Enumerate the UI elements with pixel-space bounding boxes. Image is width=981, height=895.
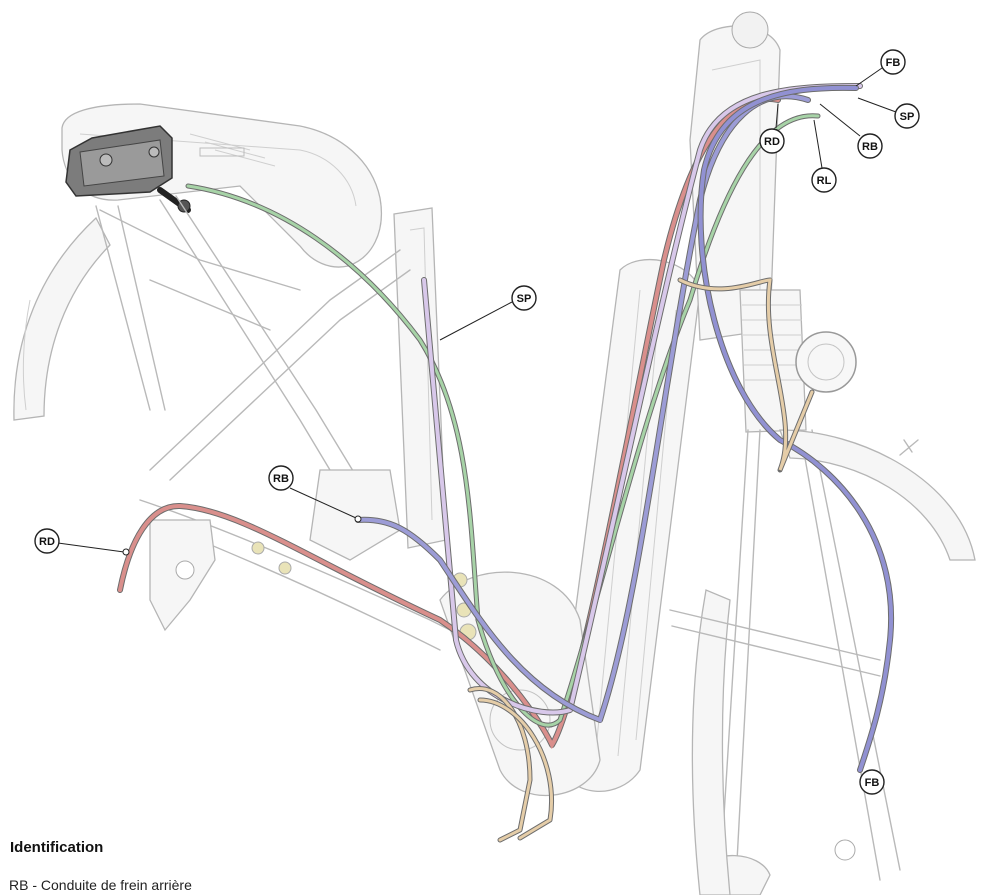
cable-rb-rear-brake	[355, 93, 811, 723]
callout-fb-bottom: FB	[859, 769, 885, 795]
callout-rd-left: RD	[34, 528, 130, 556]
callout-rd-top: RD	[759, 103, 785, 154]
callout-rb-mid: RB	[268, 465, 362, 523]
callout-sp-mid-label: SP	[517, 293, 532, 305]
rear-battery-connector	[65, 125, 191, 213]
callout-rd-left-label: RD	[39, 536, 55, 548]
cable-light-beige	[467, 277, 815, 843]
callout-sp-top-label: SP	[900, 111, 915, 123]
callout-rb-top-label: RB	[862, 141, 878, 153]
callout-sp-top: SP	[857, 97, 920, 129]
callout-fb-bottom-label: FB	[865, 777, 880, 789]
callout-rd-top-label: RD	[764, 136, 780, 148]
cable-sp-seatpost	[421, 83, 863, 716]
callout-rl-top: RL	[811, 119, 837, 193]
rear-fender	[13, 216, 111, 421]
callout-fb-top: FB	[855, 49, 906, 87]
cable-rl-rear-light	[185, 113, 821, 728]
cable-rd-rear-derailleur	[117, 95, 781, 750]
legend-item-rb: RB - Conduite de frein arrière	[9, 877, 192, 893]
callout-sp-mid: SP	[439, 285, 537, 341]
callout-rb-mid-label: RB	[273, 473, 289, 485]
cable-fb-front-brake	[697, 84, 895, 773]
callout-rl-top-label: RL	[817, 175, 832, 187]
callout-fb-top-label: FB	[886, 57, 901, 69]
legend-title: Identification	[10, 839, 104, 856]
callout-rb-top: RB	[819, 103, 883, 159]
